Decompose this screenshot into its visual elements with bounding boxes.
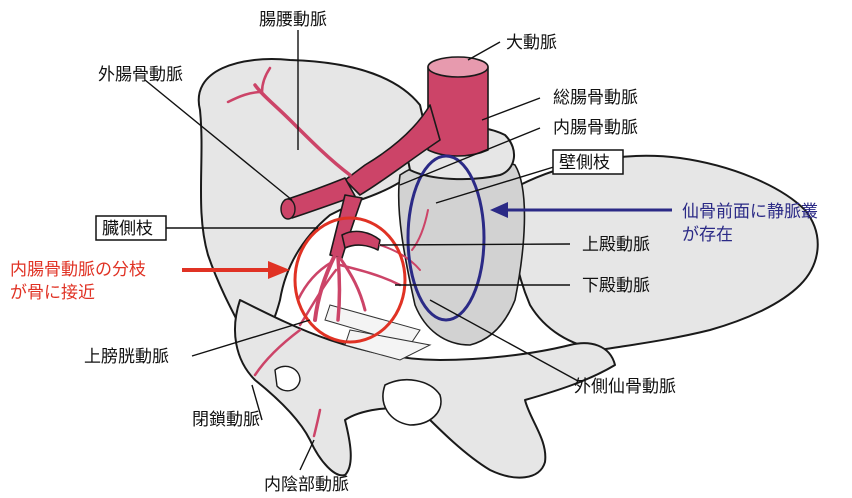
- label-aorta: 大動脈: [506, 33, 557, 53]
- label-external-iliac: 外腸骨動脈: [98, 65, 183, 85]
- red-annotation-line2: が骨に接近: [10, 283, 95, 303]
- label-visceral-branch: 臓側枝: [102, 219, 153, 239]
- aorta-opening: [428, 57, 488, 77]
- label-lateral-sacral: 外側仙骨動脈: [574, 377, 676, 397]
- label-superior-vesical: 上膀胱動脈: [84, 347, 169, 367]
- label-parietal-branch: 壁側枝: [559, 153, 610, 173]
- label-obturator: 閉鎖動脈: [192, 410, 260, 430]
- ilium-right: [513, 156, 818, 350]
- label-lumbar-artery: 腸腰動脈: [259, 10, 327, 30]
- superior-gluteal-vessel: [342, 231, 380, 250]
- label-internal-pudendal: 内陰部動脈: [264, 475, 349, 495]
- label-common-iliac: 総腸骨動脈: [553, 88, 638, 108]
- blue-annotation-line1: 仙骨前面に静脈叢: [682, 202, 818, 222]
- blue-annotation-line2: が存在: [682, 225, 733, 245]
- red-annotation-line1: 内腸骨動脈の分枝: [10, 260, 146, 280]
- greater-sciatic-notch: [275, 366, 300, 390]
- label-inferior-gluteal: 下殿動脈: [582, 276, 650, 296]
- obturator-foramen: [383, 380, 441, 425]
- label-internal-iliac: 内腸骨動脈: [553, 118, 638, 138]
- label-superior-gluteal: 上殿動脈: [582, 235, 650, 255]
- external-iliac-end: [281, 199, 295, 219]
